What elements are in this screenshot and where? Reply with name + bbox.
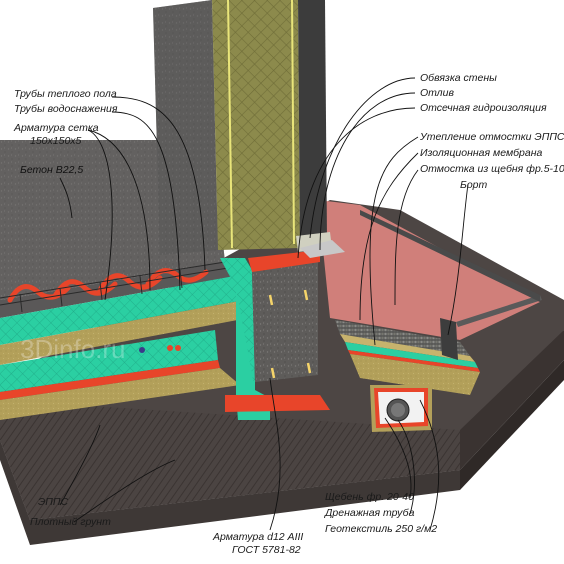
label-rebar-standard: ГОСТ 5781-82 <box>232 544 301 556</box>
label-insulating-membrane: Изоляционная мембрана <box>420 147 542 159</box>
label-damp-proof-course: Отсечная гидроизоляция <box>420 102 547 114</box>
watermark: 3Dinfo.ru <box>20 334 126 364</box>
label-drain-pipe: Дренажная труба <box>324 507 415 519</box>
label-geotextile: Геотекстиль 250 г/м2 <box>325 523 437 535</box>
label-concrete: Бетон В22,5 <box>20 164 83 176</box>
label-crushed-stone: Щебень фр. 20-40 <box>325 491 414 503</box>
label-floor-heating-pipes: Трубы теплого пола <box>14 88 117 100</box>
drain-pipe-icon <box>386 398 410 422</box>
floor-heating-pipes <box>0 261 229 353</box>
label-blind-area-insulation: Утепление отмостки ЭППС <box>419 131 564 143</box>
label-curb: Борт <box>460 179 488 191</box>
label-mesh-rebar-size: 150х150х5 <box>30 135 82 147</box>
label-rebar-d12: Арматура d12 АIII <box>212 531 303 543</box>
label-water-supply-pipes: Трубы водоснажения <box>14 103 118 115</box>
labels: Трубы теплого пола Трубы водоснажения Ар… <box>13 72 564 556</box>
leader-lines <box>59 77 469 531</box>
label-drip-edge: Отлив <box>420 87 454 99</box>
blind-area <box>318 200 542 395</box>
label-mesh-rebar: Арматура сетка <box>13 122 99 134</box>
drain-trench <box>370 385 432 432</box>
wall <box>153 0 345 258</box>
label-eps: ЭППС <box>38 496 69 508</box>
label-gravel-blind-area: Отмостка из щебня фр.5-10 <box>420 163 564 175</box>
foundation-strip <box>220 250 330 420</box>
label-wall-tie-beam: Обвязка стены <box>420 72 497 84</box>
label-dense-soil: Плотный грунт <box>30 516 111 528</box>
